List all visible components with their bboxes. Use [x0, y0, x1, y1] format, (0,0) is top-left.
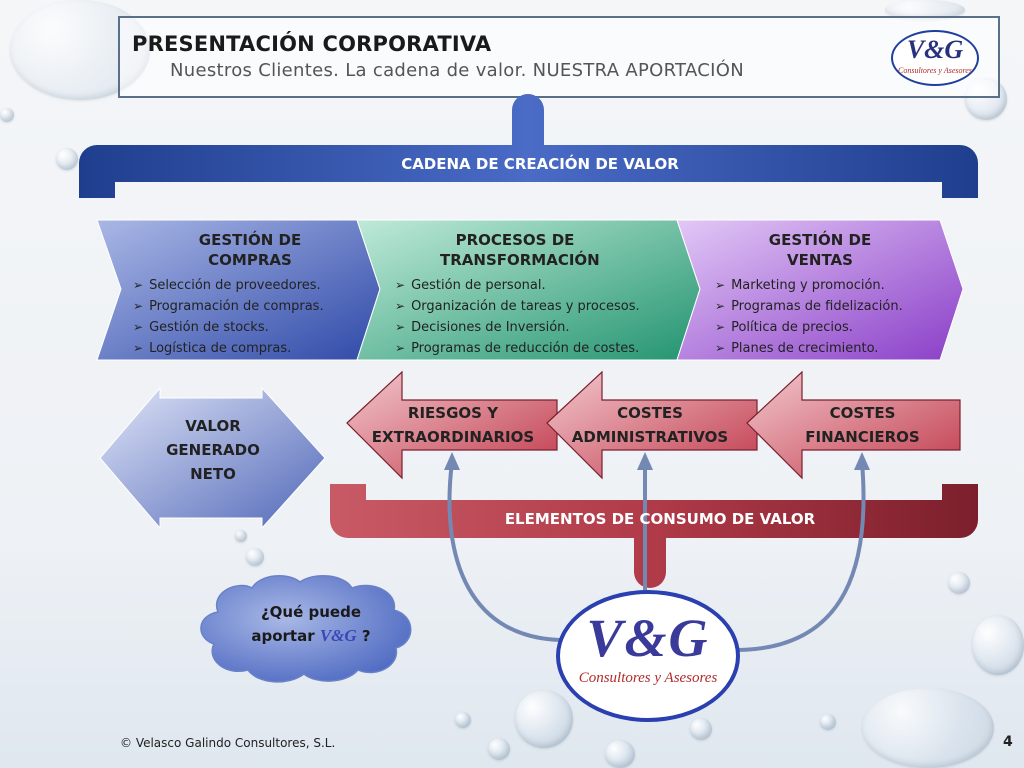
chevron-compras-list: Selección de proveedores. Programación d… — [133, 275, 353, 359]
list-item: Decisiones de Inversión. — [395, 317, 675, 338]
costes-admin-label: COSTES ADMINISTRATIVOS — [571, 404, 729, 446]
list-item: Planes de crecimiento. — [715, 338, 945, 359]
costes-fin-label: COSTES FINANCIEROS — [805, 404, 920, 446]
page-subtitle: Nuestros Clientes. La cadena de valor. N… — [170, 60, 744, 81]
cadena-valor-label: CADENA DE CREACIÓN DE VALOR — [401, 155, 679, 173]
decorative-bubble — [690, 718, 712, 740]
decorative-bubble — [885, 0, 965, 20]
list-item: Marketing y promoción. — [715, 275, 945, 296]
list-item: Programas de fidelización. — [715, 296, 945, 317]
chevron-ventas-title: GESTIÓN DE VENTAS — [768, 231, 872, 269]
decorative-bubble — [455, 712, 471, 728]
chevron-transformacion-list: Gestión de personal. Organización de tar… — [395, 275, 675, 359]
connector-arrowheads — [444, 452, 870, 470]
chevron-compras-title: GESTIÓN DE COMPRAS — [198, 231, 302, 269]
title-box: PRESENTACIÓN CORPORATIVA Nuestros Client… — [118, 16, 1000, 98]
decorative-bubble — [515, 690, 573, 748]
list-item: Selección de proveedores. — [133, 275, 353, 296]
list-item: Política de precios. — [715, 317, 945, 338]
decorative-bubble — [605, 740, 635, 768]
decorative-bubble — [488, 738, 510, 760]
list-item: Logística de compras. — [133, 338, 353, 359]
list-item: Gestión de personal. — [395, 275, 675, 296]
connector-arrows — [447, 461, 866, 652]
decorative-bubble — [972, 615, 1024, 675]
list-item: Organización de tareas y procesos. — [395, 296, 675, 317]
decorative-bubble — [862, 688, 994, 768]
consumo-valor-label: ELEMENTOS DE CONSUMO DE VALOR — [504, 510, 816, 528]
riesgos-label: RIESGOS Y EXTRAORDINARIOS — [371, 404, 535, 446]
list-item: Programación de compras. — [133, 296, 353, 317]
arrow-costes-fin — [746, 370, 961, 480]
chevron-ventas-list: Marketing y promoción. Programas de fide… — [715, 275, 945, 359]
decorative-bubble — [948, 572, 970, 594]
cloud-question: ¿Qué puede aportar V&G ? — [251, 603, 371, 645]
decorative-bubble — [235, 530, 247, 542]
page-number: 4 — [1003, 734, 1013, 750]
cloud-shape — [200, 575, 412, 683]
decorative-bubble — [246, 548, 264, 566]
vg-logo-small: V&G Consultores y Asesores — [891, 30, 979, 86]
footer-copyright: © Velasco Galindo Consultores, S.L. — [120, 736, 336, 750]
valor-generado-label: VALOR GENERADO NETO — [166, 417, 260, 483]
list-item: Programas de reducción de costes. — [395, 338, 675, 359]
list-item: Gestión de stocks. — [133, 317, 353, 338]
chevron-transformacion-title: PROCESOS DE TRANSFORMACIÓN — [440, 231, 600, 269]
valor-generado-arrow — [99, 386, 326, 530]
top-bracket — [79, 94, 978, 198]
vg-logo-large: V&G Consultores y Asesores — [556, 590, 740, 722]
page-title: PRESENTACIÓN CORPORATIVA — [132, 32, 492, 56]
decorative-bubble — [820, 714, 836, 730]
decorative-bubble — [0, 108, 14, 122]
vg-inline-brand: V&G — [319, 626, 357, 645]
decorative-bubble — [56, 148, 78, 170]
bottom-bracket — [330, 484, 978, 588]
